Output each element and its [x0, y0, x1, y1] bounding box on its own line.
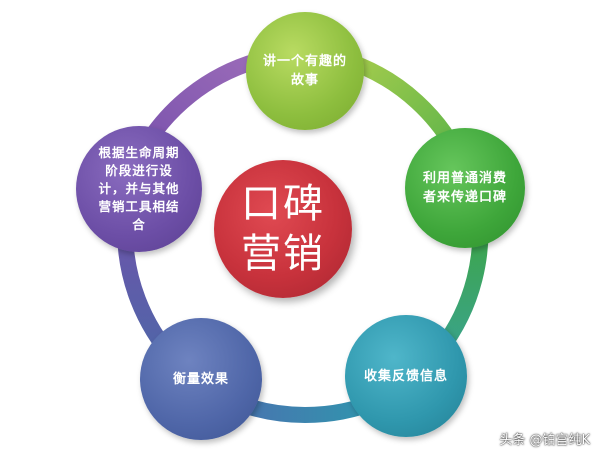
node-label: 利用普通消费者来传递口碑 [422, 171, 507, 205]
center-hub: 口碑营销 [214, 160, 352, 298]
center-title: 口碑营销 [241, 181, 325, 277]
node-lifecycle-design: 根据生命周期阶段进行设计，并与其他营销工具相结合 [76, 126, 202, 252]
node-consumer-word-of-mouth: 利用普通消费者来传递口碑 [405, 128, 525, 248]
node-label: 根据生命周期阶段进行设计，并与其他营销工具相结合 [98, 145, 180, 232]
node-label: 衡量效果 [172, 371, 229, 387]
node-label: 收集反馈信息 [364, 368, 449, 384]
node-label: 讲一个有趣的故事 [263, 54, 348, 88]
watermark-text: 头条 @铂宫纯K [499, 433, 590, 448]
node-tell-story: 讲一个有趣的故事 [246, 12, 364, 130]
node-collect-feedback: 收集反馈信息 [345, 315, 467, 437]
node-measure-effect: 衡量效果 [140, 318, 262, 440]
